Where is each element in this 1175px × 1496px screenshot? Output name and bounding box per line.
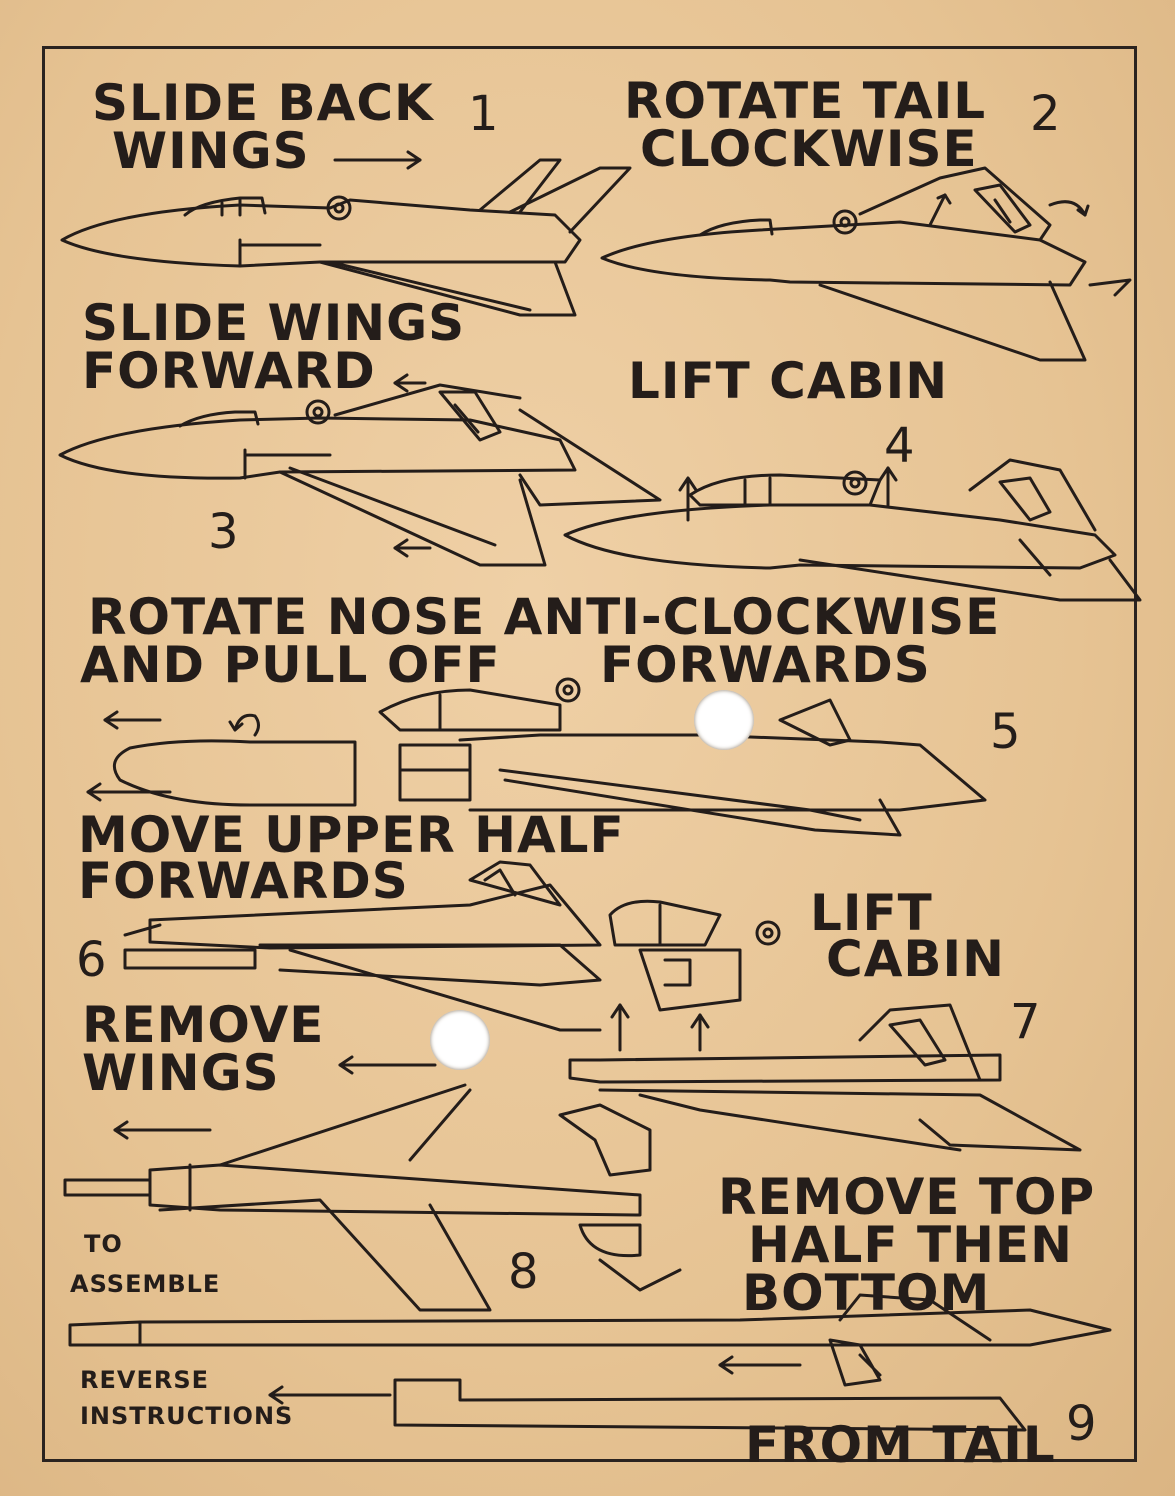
punched-hole-bottom [430, 1010, 490, 1070]
jet-plane-illustration-3 [58, 373, 662, 567]
step-3-line-1: SLIDE WINGS [82, 294, 466, 352]
step-8-line-1: REMOVE [82, 996, 325, 1054]
step-9-line-3: BOTTOM [742, 1264, 991, 1322]
step-4-line-1: LIFT CABIN [628, 352, 949, 410]
step-7-line-2: CABIN [826, 930, 1005, 988]
step-5-line-3: FORWARDS [600, 636, 931, 694]
step-5-line-2: AND PULL OFF [80, 636, 501, 694]
jet-plane-illustration-1 [60, 150, 632, 317]
step-2-line-2: CLOCKWISE [640, 120, 978, 178]
step-1-line-2: WINGS [112, 122, 310, 180]
step-4-number: 4 [884, 418, 915, 474]
step-3-number: 3 [208, 504, 239, 560]
step-8-line-2: WINGS [82, 1044, 280, 1102]
step-2-number: 2 [1030, 86, 1061, 142]
step-7-number: 7 [1010, 994, 1041, 1050]
jet-plane-illustration-9 [68, 1293, 1112, 1432]
step-3-line-2: FORWARD [82, 342, 376, 400]
card-border [42, 46, 1137, 1462]
jet-plane-illustration-8 [63, 1055, 682, 1312]
assemble-note-line-3: REVERSE [80, 1366, 210, 1394]
step-6-line-2: FORWARDS [78, 852, 409, 910]
punched-hole-top [694, 690, 754, 750]
step-8-number: 8 [508, 1244, 539, 1300]
step-5-line-1: ROTATE NOSE ANTI-CLOCKWISE [88, 588, 1001, 646]
step-9-line-4: FROM TAIL [745, 1416, 1056, 1474]
step-6-line-1: MOVE UPPER HALF [78, 806, 625, 864]
assemble-note-line-2: ASSEMBLE [70, 1270, 221, 1298]
jet-plane-illustration-5 [86, 677, 987, 837]
assemble-note-line-1: TO [84, 1230, 123, 1258]
assemble-note-line-4: INSTRUCTIONS [80, 1402, 294, 1430]
step-1-line-1: SLIDE BACK [92, 74, 434, 132]
step-5-number: 5 [990, 704, 1021, 760]
step-6-number: 6 [76, 932, 107, 988]
step-9-number: 9 [1066, 1396, 1097, 1452]
jet-plane-illustration-2 [600, 166, 1132, 362]
step-2-line-1: ROTATE TAIL [624, 72, 987, 130]
step-9-line-1: REMOVE TOP [718, 1168, 1096, 1226]
jet-plane-illustration-6 [123, 860, 781, 1032]
jet-plane-illustration-7 [558, 1003, 1082, 1177]
step-7-line-1: LIFT [810, 884, 933, 942]
step-1-number: 1 [468, 86, 499, 142]
step-9-line-2: HALF THEN [748, 1216, 1073, 1274]
jet-plane-illustration-4 [563, 458, 1142, 602]
